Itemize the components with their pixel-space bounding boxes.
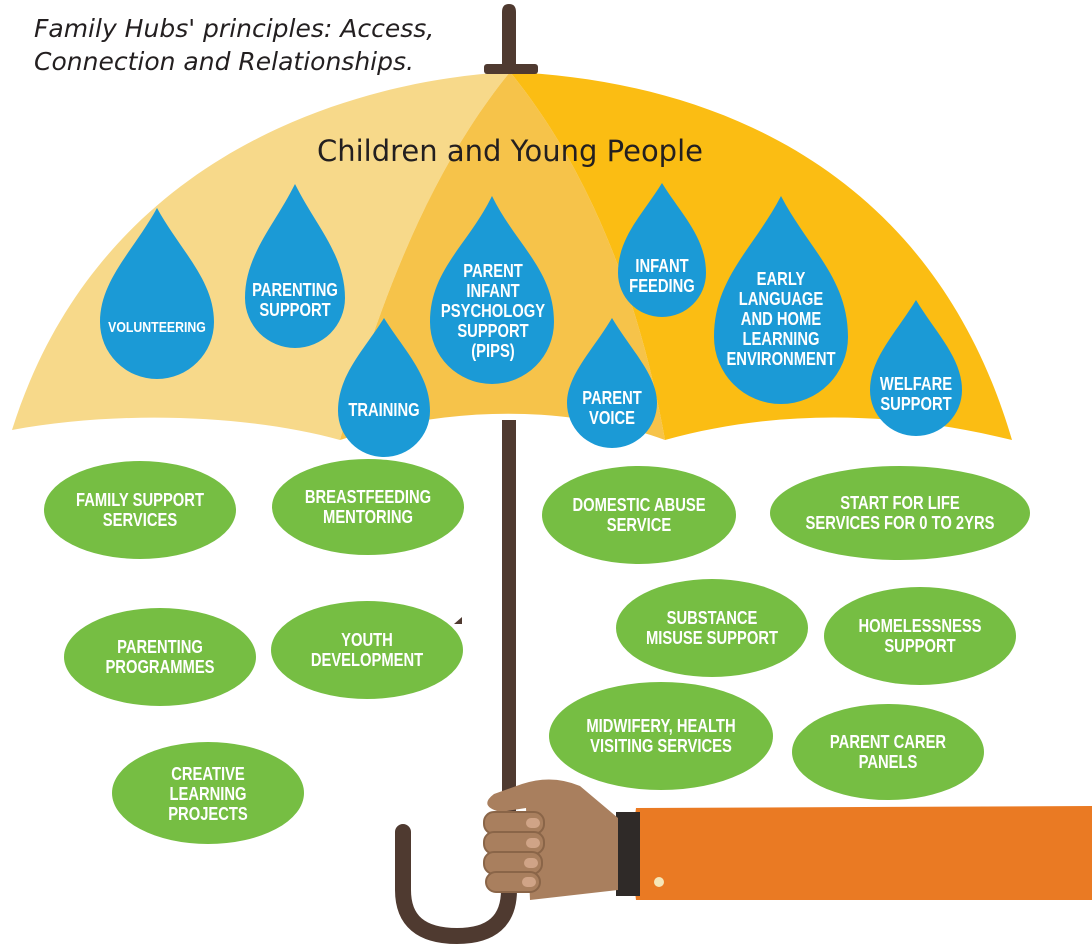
umbrella-crown: [484, 64, 538, 74]
oval-youth-development: [271, 601, 463, 699]
drop-training: [338, 318, 430, 457]
drop-label-welfare-support: WELFARE SUPPORT: [879, 373, 953, 414]
canopy-title: Children and Young People: [317, 134, 703, 168]
drop-label-pips: PARENT INFANT PSYCHOLOGY SUPPORT (PIPS): [440, 260, 546, 362]
oval-midwifery-health-visiting: [549, 682, 773, 790]
service-label-parenting-programmes: PARENTING PROGRAMMES: [105, 636, 215, 677]
oval-start-for-life: [770, 466, 1030, 560]
service-label-parent-carer-panels: PARENT CARER PANELS: [829, 731, 947, 772]
drop-volunteering: [100, 208, 214, 379]
oval-breastfeeding-mentoring: [272, 459, 464, 555]
umbrella-shaft: [502, 420, 516, 850]
sleeve: [633, 806, 1092, 900]
oval-creative-learning-projects: [112, 742, 304, 844]
oval-family-support-services: [44, 461, 236, 559]
drop-pips: [430, 196, 554, 384]
umbrella-handle-crook: [395, 824, 517, 945]
service-label-substance-misuse-support: SUBSTANCE MISUSE SUPPORT: [645, 607, 779, 648]
oval-homelessness-support: [824, 587, 1016, 685]
drop-label-volunteering: VOLUNTEERING: [108, 318, 206, 336]
drop-label-early-language: EARLY LANGUAGE AND HOME LEARNING ENVIRON…: [726, 268, 836, 370]
service-label-breastfeeding-mentoring: BREASTFEEDING MENTORING: [304, 486, 432, 527]
umbrella-tip: [502, 4, 516, 68]
drop-label-infant-feeding: INFANT FEEDING: [629, 255, 695, 296]
oval-parenting-programmes: [64, 608, 256, 706]
service-label-homelessness-support: HOMELESSNESS SUPPORT: [858, 615, 982, 656]
caption: Family Hubs' principles: Access, Connect…: [34, 14, 435, 76]
drop-parenting-support: [245, 184, 345, 348]
sleeve-cuff: [616, 812, 640, 896]
service-label-start-for-life: START FOR LIFE SERVICES FOR 0 TO 2YRS: [805, 492, 995, 533]
oval-parent-carer-panels: [792, 704, 984, 800]
service-label-creative-learning-projects: CREATIVE LEARNING PROJECTS: [168, 763, 248, 825]
drop-label-parenting-support: PARENTING SUPPORT: [252, 279, 338, 320]
drop-parent-voice: [567, 318, 657, 448]
drop-label-parent-voice: PARENT VOICE: [582, 387, 642, 428]
stray-mark: [454, 617, 462, 624]
drop-early-language: [714, 196, 848, 404]
oval-domestic-abuse-service: [542, 466, 736, 564]
sleeve-button: [654, 877, 664, 887]
drop-label-training: TRAINING: [348, 399, 420, 420]
service-label-midwifery-health-visiting: MIDWIFERY, HEALTH VISITING SERVICES: [586, 715, 736, 756]
service-label-youth-development: YOUTH DEVELOPMENT: [310, 629, 424, 670]
drop-welfare-support: [870, 300, 962, 436]
service-label-family-support-services: FAMILY SUPPORT SERVICES: [76, 489, 204, 530]
hand: [487, 779, 618, 900]
finger-nails: [522, 818, 540, 887]
oval-substance-misuse-support: [616, 579, 808, 677]
service-label-domestic-abuse-service: DOMESTIC ABUSE SERVICE: [572, 494, 706, 535]
drop-infant-feeding: [618, 183, 706, 317]
hand-fingers: [483, 811, 545, 893]
